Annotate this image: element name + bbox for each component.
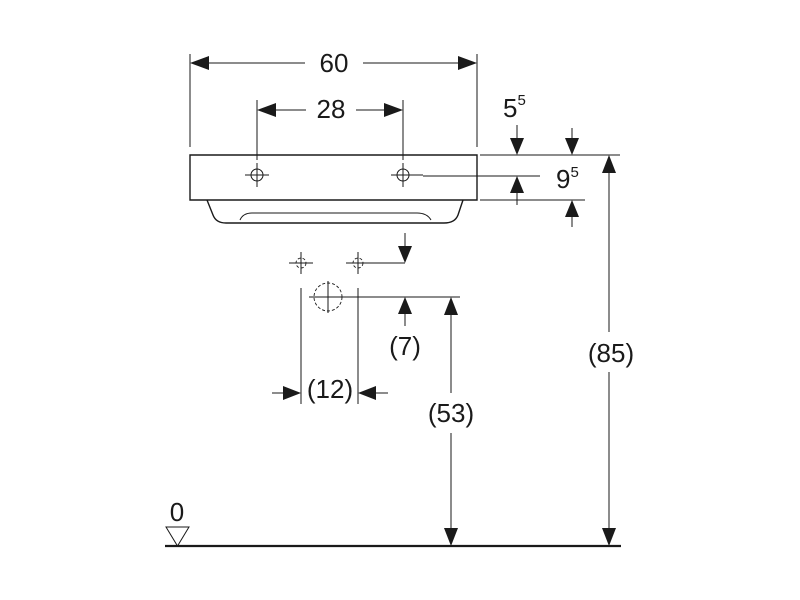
drain-connection-icon xyxy=(309,281,460,313)
dimension-top-offset xyxy=(480,125,620,156)
dimension-rim-height xyxy=(423,175,585,227)
floor-level-label: 0 xyxy=(170,497,184,527)
dimension-rim-to-floor-label: (85) xyxy=(588,338,634,368)
supply-connection-left-icon xyxy=(289,252,313,274)
tap-hole-left-icon xyxy=(245,163,269,187)
tap-hole-right-icon xyxy=(391,163,423,187)
dimension-rim-height-label: 95 xyxy=(556,164,579,194)
dimension-supply-height-label: (7) xyxy=(389,331,421,361)
supply-top-arrow xyxy=(398,233,412,263)
dimension-drain-height-label: (53) xyxy=(428,398,474,428)
dimension-tap-spacing xyxy=(256,100,404,160)
dimension-top-offset-label: 55 xyxy=(503,92,526,123)
dimension-drain-height xyxy=(444,297,458,546)
dimension-supply-height xyxy=(398,297,412,326)
dimension-rim-to-floor xyxy=(602,155,616,546)
dimension-width-total xyxy=(189,54,478,147)
dimension-supply-spacing-label: (12) xyxy=(307,374,353,404)
supply-connection-right-icon xyxy=(346,252,405,274)
dimension-supply-spacing xyxy=(272,288,388,404)
dimension-tap-spacing-label: 28 xyxy=(317,94,346,124)
basin-outline xyxy=(189,154,478,224)
floor-level-marker-icon xyxy=(165,526,190,547)
dimension-width-total-label: 60 xyxy=(320,48,349,78)
